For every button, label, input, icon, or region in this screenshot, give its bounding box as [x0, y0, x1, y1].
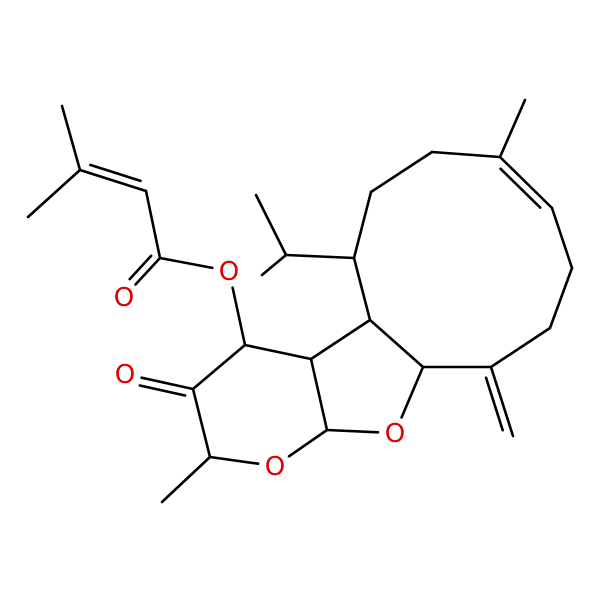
atom-o-furan: O: [382, 419, 408, 449]
bond-c25-c24: [489, 326, 552, 369]
bond-layer: [26, 98, 574, 504]
atom-label-background: [216, 258, 242, 284]
bond-c22-c23: [550, 206, 574, 270]
bond-c24-c26-second: [484, 376, 505, 432]
atom-label-background: [111, 284, 137, 310]
bond-c10-c12: [309, 357, 329, 432]
atom-label-background: [262, 453, 288, 479]
atom-o-carbonyl-ester: O: [111, 283, 137, 313]
atom-label-oxygen: O: [265, 452, 285, 482]
bond-c14-c15: [284, 253, 356, 260]
bond-c10-o_furan: [325, 428, 380, 434]
bond-c5-o_carbonyl_ester-second: [128, 254, 153, 281]
bond-c15-c17: [260, 253, 288, 277]
bond-c14-c18: [352, 190, 373, 260]
atom-label-oxygen: O: [115, 360, 135, 390]
bond-c1-c2: [60, 104, 82, 172]
bond-c12-c6: [243, 343, 313, 361]
bond-c7-o_ketone-second: [138, 384, 187, 397]
bond-c20-c22-second: [499, 167, 542, 209]
bond-c13-c14: [352, 256, 372, 322]
atom-o-pyran: O: [262, 452, 288, 482]
atom-label-oxygen: O: [219, 257, 239, 287]
bond-c7-o_ketone: [140, 376, 195, 391]
bond-c15-c16: [254, 193, 288, 257]
atom-label-background: [112, 361, 138, 387]
atom-o-ester: O: [216, 257, 242, 287]
atom-label-oxygen: O: [385, 419, 405, 449]
bond-c18-c19: [369, 150, 434, 194]
bond-c8-o_pyran: [208, 455, 260, 466]
bond-c19-c20: [430, 150, 502, 159]
bond-c20-c21: [498, 98, 527, 159]
bond-c2-c3: [26, 168, 82, 219]
atom-label-layer: O O O O O: [111, 257, 408, 482]
bond-c13-c12: [309, 318, 372, 361]
bond-c6-c7: [191, 343, 247, 391]
bond-c24-c26: [489, 365, 515, 438]
bond-c4-c5: [144, 189, 162, 260]
bond-c23-c25: [548, 266, 574, 330]
bond-o_furan-c11: [400, 365, 425, 419]
bond-c2-c4-second: [89, 163, 142, 183]
bond-c5-o_carbonyl_ester: [134, 256, 162, 286]
bond-c20-c22: [498, 155, 554, 210]
atom-label-oxygen: O: [114, 283, 134, 313]
bond-c11-c13: [368, 318, 425, 369]
bond-c2-c4: [78, 168, 148, 193]
atom-label-background: [382, 420, 408, 446]
bond-o_pyran-c10: [287, 428, 329, 458]
bond-c5-o_ester: [158, 256, 214, 270]
atom-o-ketone: O: [112, 360, 138, 390]
bond-c7-c8: [191, 387, 212, 459]
bond-c8-c9: [160, 455, 212, 504]
bond-o_ester-c6: [231, 286, 247, 347]
